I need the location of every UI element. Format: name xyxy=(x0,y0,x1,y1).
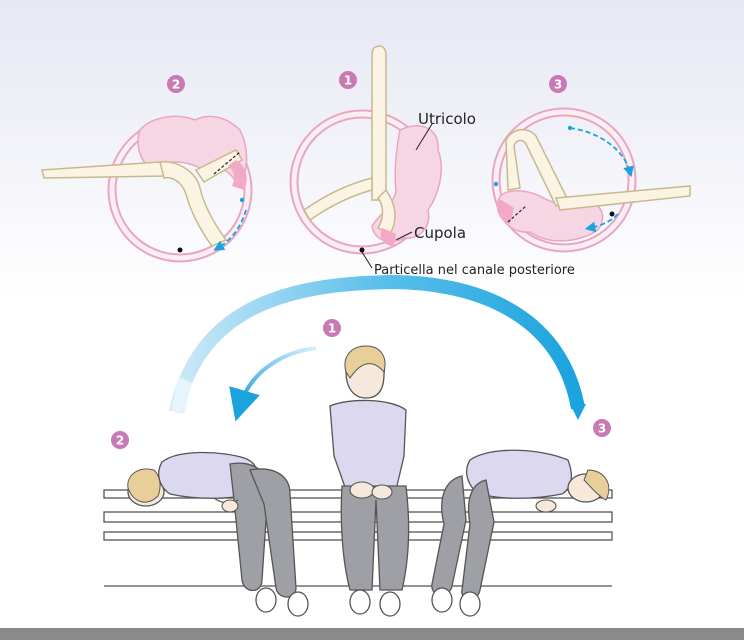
svg-text:3: 3 xyxy=(554,78,562,92)
step-badge-2-top: 2 xyxy=(167,75,185,93)
horizontal-canal-2 xyxy=(42,162,168,178)
svg-text:1: 1 xyxy=(344,74,352,88)
labyrinth-3 xyxy=(494,112,690,248)
step-badge-3-bottom: 3 xyxy=(593,419,611,437)
svg-text:3: 3 xyxy=(598,422,606,436)
horizontal-canal-1 xyxy=(304,178,372,220)
step-badge-2-bottom: 2 xyxy=(111,431,129,449)
particle-dot-3 xyxy=(610,212,615,217)
particle-dot-2 xyxy=(178,248,183,253)
particle-dot-1 xyxy=(360,248,365,253)
footer-bar xyxy=(0,628,744,640)
labyrinth-2 xyxy=(42,116,248,258)
step-badge-1-top: 1 xyxy=(339,71,357,89)
step-badge-3-top: 3 xyxy=(549,75,567,93)
utricle-label: Utricolo xyxy=(418,110,476,128)
svg-text:1: 1 xyxy=(328,322,336,336)
svg-text:2: 2 xyxy=(172,78,180,92)
svg-text:2: 2 xyxy=(116,434,124,448)
cupula-label: Cupola xyxy=(414,224,466,242)
step-badge-1-bottom: 1 xyxy=(323,319,341,337)
anterior-canal-1 xyxy=(372,46,386,200)
step-arrow-small xyxy=(240,348,316,406)
patient-position-1 xyxy=(330,346,409,616)
